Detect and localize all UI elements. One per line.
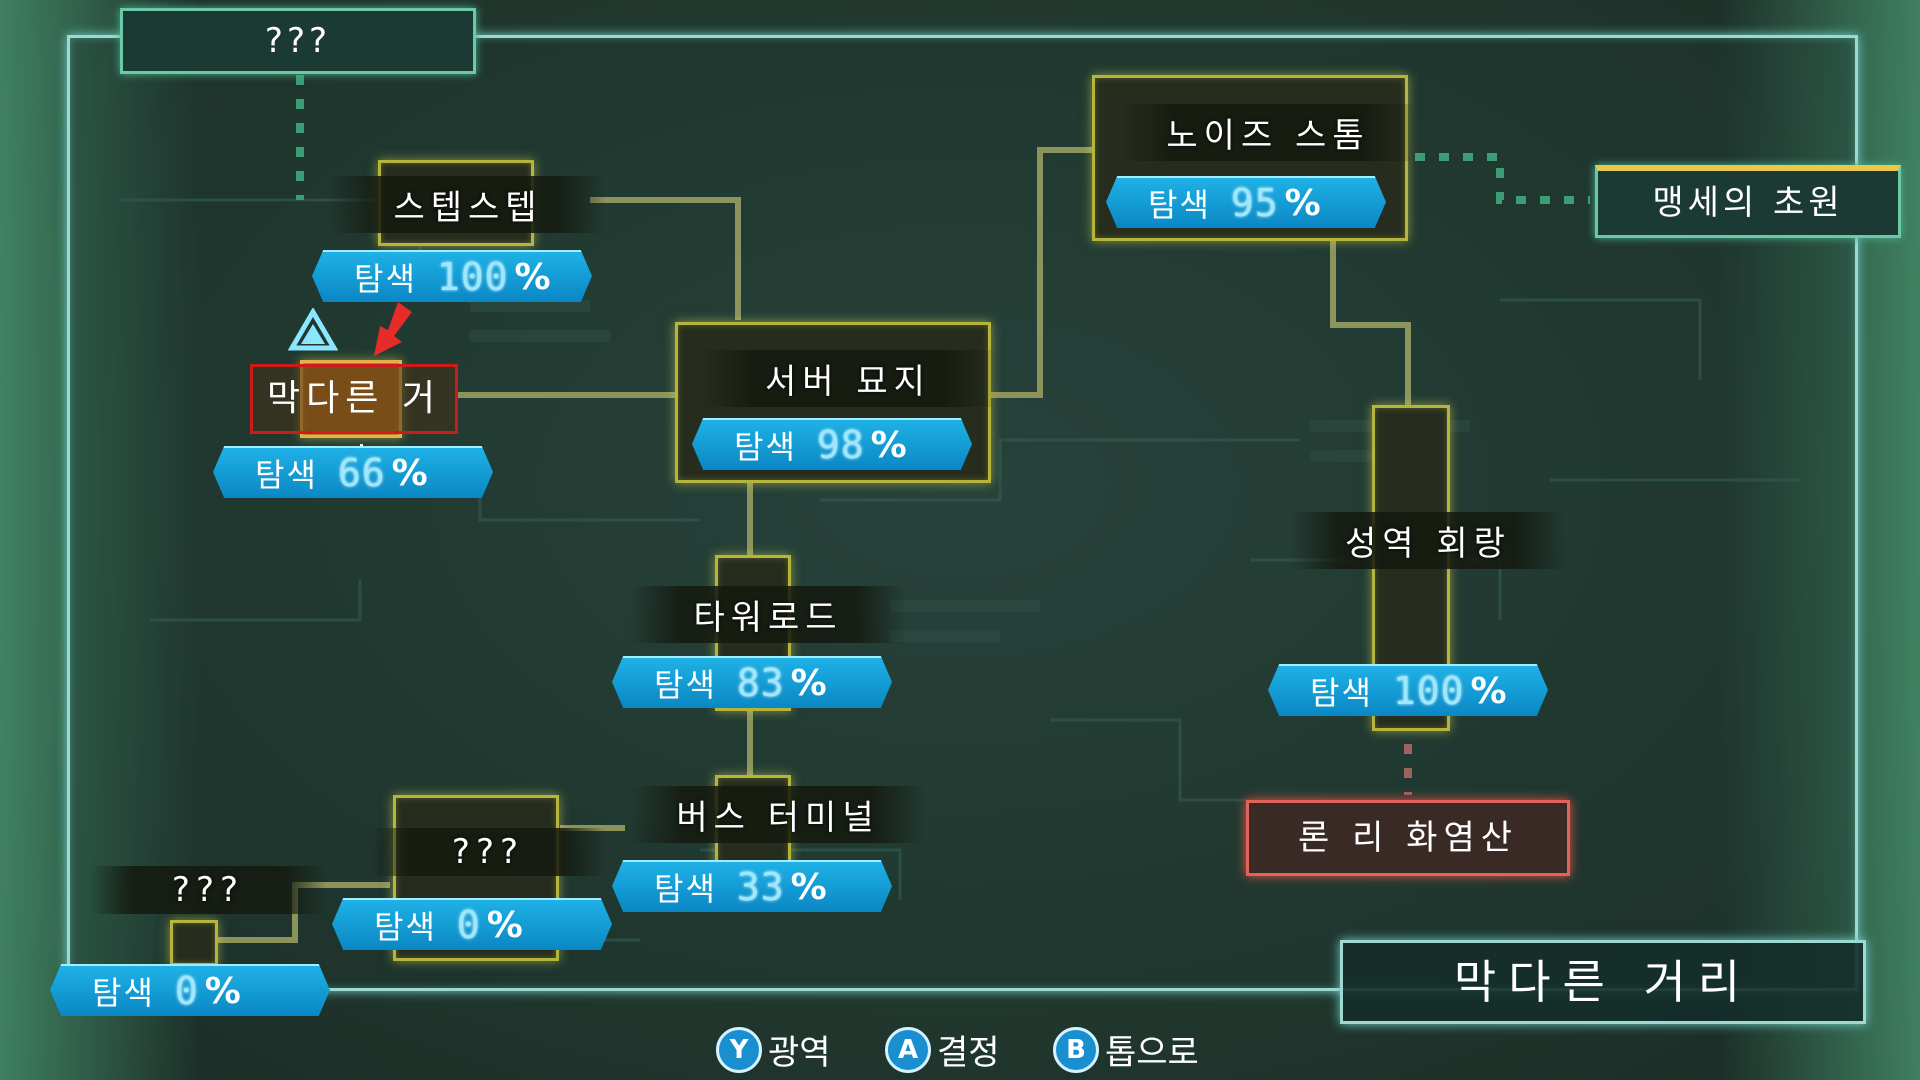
current-area-panel: 막다른 거리 — [1340, 940, 1866, 1024]
a-button-icon: A — [885, 1026, 931, 1073]
area-unknown1-title: ??? — [370, 828, 606, 876]
area-server-title: 서버 묘지 — [700, 350, 996, 407]
cursor-triangle-icon — [288, 308, 338, 351]
area-oath-plain[interactable]: 맹세의 초원 — [1595, 165, 1901, 238]
area-holy-badge: 탐색 100% — [1268, 664, 1548, 716]
area-volcano-label: 론 리 화염산 — [1297, 818, 1518, 858]
area-step-title: 스텝스텝 — [330, 176, 606, 233]
hint-b[interactable]: B 톱으로 — [1053, 1025, 1199, 1074]
area-noise-title: 노이즈 스톰 — [1120, 104, 1416, 161]
hint-a-label: 결정 — [937, 1033, 1000, 1073]
area-bus-title: 버스 터미널 — [630, 786, 926, 843]
hint-y-label: 광역 — [768, 1033, 831, 1073]
hint-a[interactable]: A 결정 — [885, 1025, 1000, 1074]
area-unknown1-badge: 탐색 0% — [332, 898, 612, 950]
current-area-label: 막다른 거리 — [1453, 955, 1753, 1009]
area-madarun-badge: 탐색 66% — [213, 446, 493, 498]
b-button-icon: B — [1053, 1026, 1099, 1073]
area-madarun-title[interactable]: 막다른 거리 — [250, 364, 458, 483]
area-top-unknown[interactable]: ??? — [120, 8, 476, 74]
area-volcano[interactable]: 론 리 화염산 — [1246, 800, 1570, 876]
hint-b-label: 톱으로 — [1105, 1033, 1199, 1073]
area-bus-badge: 탐색 33% — [612, 860, 892, 912]
area-unknown2[interactable] — [170, 920, 218, 966]
area-oath-plain-label: 맹세의 초원 — [1652, 183, 1844, 223]
area-unknown2-title: ??? — [90, 866, 326, 914]
red-arrow-icon — [374, 302, 412, 356]
area-server-badge: 탐색 98% — [692, 418, 972, 470]
y-button-icon: Y — [716, 1026, 762, 1073]
area-top-unknown-label: ??? — [264, 21, 332, 61]
area-step-badge: 탐색 100% — [312, 250, 592, 302]
area-unknown2-badge: 탐색 0% — [50, 964, 330, 1016]
area-holy-title: 성역 회랑 — [1290, 512, 1566, 569]
area-tower-title: 타워로드 — [630, 586, 906, 643]
area-tower-badge: 탐색 83% — [612, 656, 892, 708]
hint-y[interactable]: Y 광역 — [716, 1025, 831, 1074]
area-noise-badge: 탐색 95% — [1106, 176, 1386, 228]
